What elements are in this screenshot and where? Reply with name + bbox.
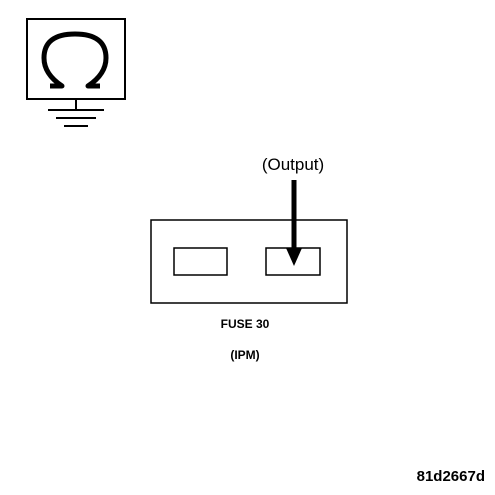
output-label: (Output) bbox=[261, 155, 325, 174]
ground-icon bbox=[48, 99, 104, 127]
fuse-outline bbox=[150, 219, 348, 304]
omega-glyph bbox=[41, 31, 109, 89]
figure-id: 81d2667d bbox=[416, 468, 485, 485]
fuse-terminal-left bbox=[173, 247, 228, 276]
fuse-body bbox=[150, 219, 348, 304]
module-label: (IPM) bbox=[230, 348, 260, 362]
probe-arrow-icon bbox=[286, 180, 302, 266]
fuse-label: FUSE 30 bbox=[220, 317, 270, 331]
probe-arrow-head bbox=[286, 248, 302, 266]
ohmmeter-icon bbox=[26, 18, 126, 100]
